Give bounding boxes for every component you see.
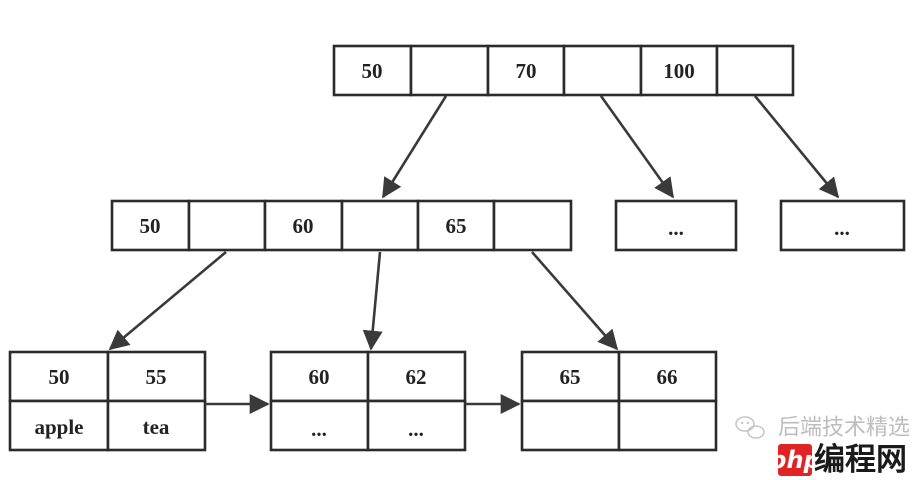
internal-key-cell [263,199,344,252]
logo-text: php [768,446,820,474]
root-node: 50 70 100 [332,44,795,97]
root-key: 100 [663,59,695,83]
leaf-node: 60 62 ... ... [269,350,467,452]
leaf-value: ... [311,417,327,441]
tree-edge-arrow [108,251,227,351]
root-key-cell [639,44,719,97]
internal-node: 50 60 65 [110,199,573,252]
placeholder-text: ... [668,216,684,240]
leaf-key: 65 [560,365,581,389]
internal-key: 60 [293,214,314,238]
wechat-icon [735,416,765,439]
site-name: 编程网 [814,442,907,478]
root-key-cell [486,44,566,97]
root-pointer-cell [562,44,643,97]
internal-pointer-cell [492,199,573,252]
placeholder-node: ... [614,199,738,252]
internal-pointer-cell [340,199,420,252]
internal-pointer-cell [187,199,267,252]
leaf-value: tea [143,415,170,439]
wechat-watermark: 后端技术精选 [735,416,910,441]
leaf-key: 62 [406,365,427,389]
internal-key: 50 [140,214,161,238]
leaf-value: ... [408,417,424,441]
internal-key-cell [416,199,496,252]
leaf-key: 60 [309,365,330,389]
root-key: 50 [362,59,383,83]
wechat-account-name: 后端技术精选 [778,416,910,441]
php-logo-icon [778,444,812,476]
leaf-key: 55 [146,365,167,389]
leaf-key: 66 [657,365,678,389]
leaf-node: 65 66 [520,350,718,452]
root-key: 70 [516,59,537,83]
root-pointer-cell [409,44,490,97]
placeholder-text: ... [834,216,850,240]
leaf-value: apple [34,415,83,439]
site-watermark: php 编程网 [768,442,907,478]
tree-edge-arrow [753,95,840,199]
leaf-key: 50 [49,365,70,389]
tree-edge-arrow [362,251,383,351]
leaf-node: 50 55 apple tea [8,350,207,452]
tree-edge-arrow [599,95,675,199]
internal-key: 65 [446,214,467,238]
placeholder-node: ... [779,199,906,252]
root-key-cell [332,44,413,97]
tree-edge-arrow [531,251,619,351]
root-pointer-cell [715,44,795,97]
tree-edge-arrow [381,95,448,199]
